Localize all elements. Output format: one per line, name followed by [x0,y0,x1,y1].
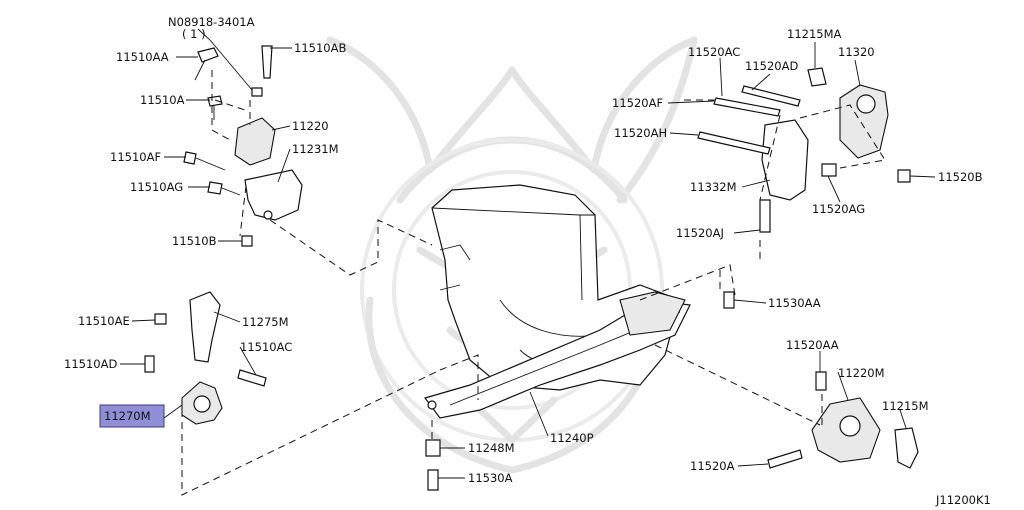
lower-fasteners [425,291,735,491]
label-11510AA[interactable]: 11510AA [116,50,169,64]
left-mount [144,291,267,425]
label-11510A[interactable]: 11510A [140,93,185,107]
label-11520AG[interactable]: 11520AG [812,202,865,216]
label-11240P[interactable]: 11240P [550,431,594,445]
label-11520AF[interactable]: 11520AF [612,96,663,110]
label-11520AH[interactable]: 11520AH [614,126,667,140]
label-11275M[interactable]: 11275M [242,315,289,329]
label-11215M[interactable]: 11215M [882,399,929,413]
leader-lines [120,28,936,479]
label-11530A[interactable]: 11530A [468,471,513,485]
label-11520AA[interactable]: 11520AA [786,338,839,352]
label-11510AD[interactable]: 11510AD [64,357,117,371]
label-11520AC[interactable]: 11520AC [688,45,740,59]
label-11510AG[interactable]: 11510AG [130,180,183,194]
label-11510AF[interactable]: 11510AF [110,150,161,164]
label-11248M[interactable]: 11248M [468,441,515,455]
upper-left-mount [183,45,303,247]
label-11510AE[interactable]: 11510AE [78,314,130,328]
front-crossmember [423,291,691,419]
label-11270M[interactable]: 11270M [104,409,151,423]
label-11320[interactable]: 11320 [838,45,875,59]
label-11231M[interactable]: 11231M [292,142,339,156]
label-11520B[interactable]: 11520B [938,170,983,184]
label-11220M[interactable]: 11220M [838,366,885,380]
label-11530AA[interactable]: 11530AA [768,296,821,310]
part-labels[interactable]: N08918-3401A ( 1 ) 11510AA 11510AB 11510… [64,15,991,507]
upper-right-mount [697,67,911,233]
label-nut-qty: ( 1 ) [182,27,206,41]
label-11332M[interactable]: 11332M [690,180,737,194]
right-mount [767,371,919,469]
label-11520A[interactable]: 11520A [690,459,735,473]
label-11510AB[interactable]: 11510AB [294,41,346,55]
label-11520AJ[interactable]: 11520AJ [676,226,724,240]
label-11510AC[interactable]: 11510AC [240,340,292,354]
label-11220[interactable]: 11220 [292,119,329,133]
assembly-guide-lines [181,70,886,496]
label-11215MA[interactable]: 11215MA [787,27,842,41]
highlight-box [99,404,165,428]
label-11520AD[interactable]: 11520AD [745,59,798,73]
label-11510B[interactable]: 11510B [172,234,217,248]
label-nut-std[interactable]: N08918-3401A [168,15,255,29]
diagram-code: J11200K1 [935,493,991,507]
